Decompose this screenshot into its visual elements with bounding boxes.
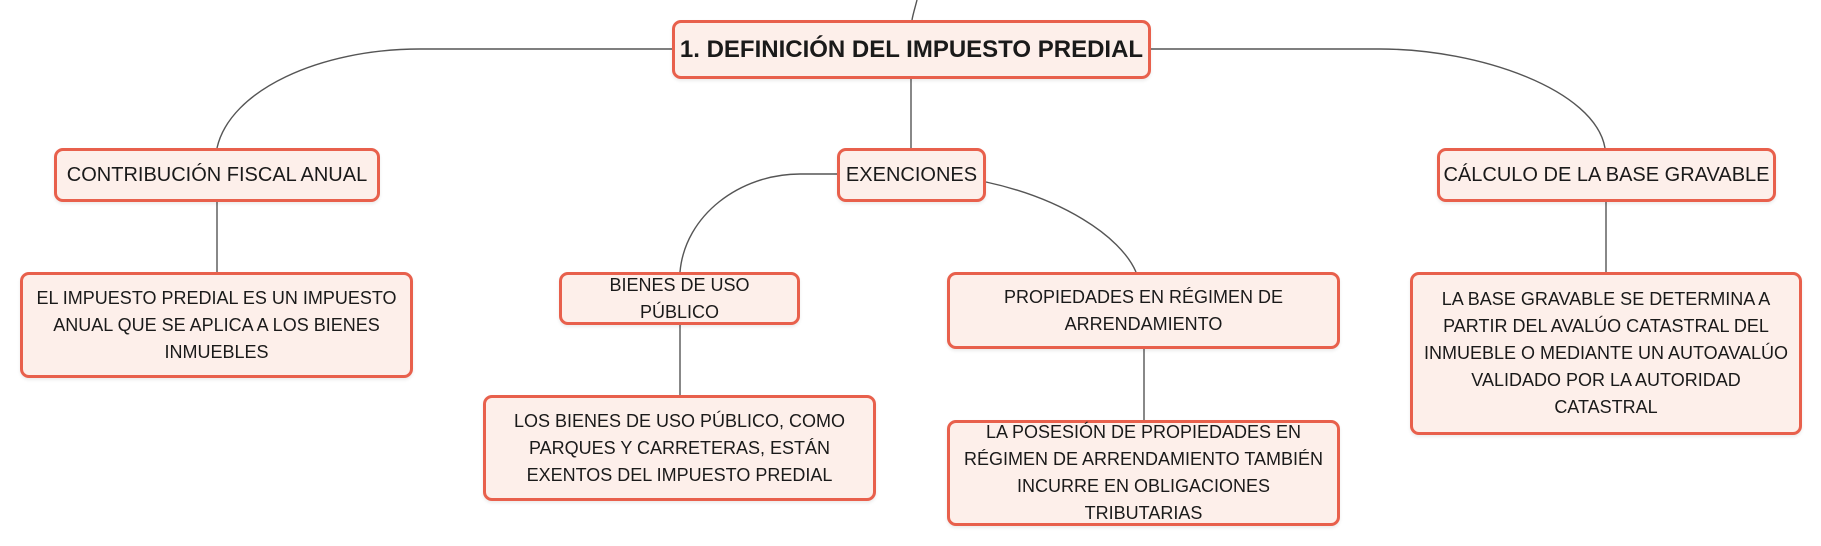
- connector-exenciones-to-bienes: [679, 173, 837, 273]
- node-exenciones-label: EXENCIONES: [845, 163, 978, 186]
- node-bienes-uso-publico-label: BIENES DE USO PÚBLICO: [609, 274, 750, 322]
- node-arrendamiento-obligaciones-desc-label: LA POSESIÓN DE PROPIEDADES EN RÉGIMEN DE…: [963, 422, 1324, 523]
- node-propiedades-arrendamiento-label: PROPIEDADES EN RÉGIMEN DE ARRENDAMIENTO: [1003, 286, 1284, 334]
- node-calculo-base-gravable[interactable]: CÁLCULO DE LA BASE GRAVABLE: [1437, 148, 1776, 202]
- node-calculo-desc[interactable]: LA BASE GRAVABLE SE DETERMINA A PARTIR D…: [1410, 272, 1802, 435]
- node-bienes-exentos-desc[interactable]: LOS BIENES DE USO PÚBLICO, COMO PARQUES …: [483, 395, 876, 501]
- node-arrendamiento-obligaciones-desc[interactable]: LA POSESIÓN DE PROPIEDADES EN RÉGIMEN DE…: [947, 420, 1340, 526]
- root-node[interactable]: 1. DEFINICIÓN DEL IMPUESTO PREDIAL: [672, 20, 1151, 79]
- root-node-label: 1. DEFINICIÓN DEL IMPUESTO PREDIAL: [679, 35, 1144, 63]
- node-bienes-exentos-desc-label: LOS BIENES DE USO PÚBLICO, COMO PARQUES …: [513, 410, 846, 485]
- node-impuesto-anual-desc[interactable]: EL IMPUESTO PREDIAL ES UN IMPUESTO ANUAL…: [20, 272, 413, 378]
- connector-root-to-parent: [911, 0, 918, 21]
- node-contribucion-fiscal-anual-label: CONTRIBUCIÓN FISCAL ANUAL: [66, 163, 368, 186]
- connector-root-to-calculo: [1150, 48, 1606, 149]
- node-contribucion-fiscal-anual[interactable]: CONTRIBUCIÓN FISCAL ANUAL: [54, 148, 380, 202]
- node-impuesto-anual-desc-label: EL IMPUESTO PREDIAL ES UN IMPUESTO ANUAL…: [36, 287, 397, 362]
- node-calculo-base-gravable-label: CÁLCULO DE LA BASE GRAVABLE: [1443, 163, 1770, 186]
- node-propiedades-arrendamiento[interactable]: PROPIEDADES EN RÉGIMEN DE ARRENDAMIENTO: [947, 272, 1340, 349]
- node-bienes-uso-publico[interactable]: BIENES DE USO PÚBLICO: [559, 272, 800, 325]
- node-calculo-desc-label: LA BASE GRAVABLE SE DETERMINA A PARTIR D…: [1423, 289, 1789, 417]
- node-exenciones[interactable]: EXENCIONES: [837, 148, 986, 202]
- connector-root-to-contribucion: [216, 48, 672, 149]
- connector-exenciones-to-propiedades: [985, 181, 1137, 273]
